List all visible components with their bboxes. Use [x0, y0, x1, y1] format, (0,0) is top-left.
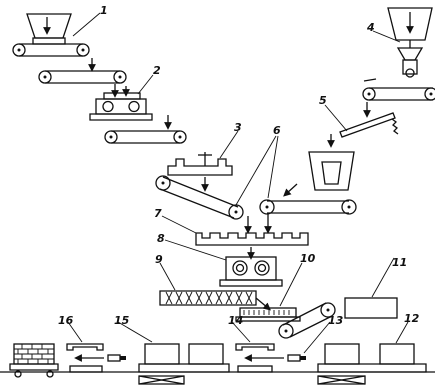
- inclined-conveyor-6a: [155, 175, 244, 220]
- conveyor-4: [362, 87, 435, 101]
- leader-4: [372, 30, 401, 43]
- leader-8: [164, 239, 227, 261]
- kiln-car-15: [138, 343, 230, 385]
- label-13: 13: [328, 314, 344, 327]
- leader-5: [324, 104, 348, 132]
- label-10: 10: [300, 252, 316, 265]
- label-14: 14: [228, 314, 243, 327]
- leader-10: [279, 262, 303, 307]
- label-4: 4: [366, 21, 375, 34]
- leader-12: [395, 321, 409, 344]
- label-8: 8: [157, 232, 165, 245]
- label-3: 3: [234, 121, 242, 134]
- hopper-4: [387, 7, 433, 78]
- conveyor-2: [104, 130, 187, 144]
- mould-station-3: [167, 152, 233, 192]
- machine-8: [219, 247, 283, 287]
- label-15: 15: [114, 314, 130, 327]
- label-6: 6: [273, 124, 281, 137]
- label-7: 7: [154, 207, 162, 220]
- leader-3: [219, 130, 239, 159]
- leader-2: [137, 74, 154, 95]
- leader-11: [371, 257, 395, 298]
- leader-9: [159, 262, 176, 291]
- conveyor-1: [12, 43, 90, 57]
- leader-6a: [235, 135, 277, 206]
- screw-conveyor-9: [159, 290, 257, 306]
- leader-7: [161, 215, 197, 234]
- kiln-car-12: [317, 343, 427, 385]
- leader-1: [72, 12, 101, 37]
- pallet-16: [66, 343, 126, 373]
- conveyor-6b: [259, 199, 357, 215]
- hopper-top-left: [26, 13, 72, 45]
- leader-16: [67, 321, 83, 343]
- form-7: [195, 232, 309, 246]
- label-5: 5: [319, 94, 327, 107]
- flow-arrow: [255, 297, 271, 311]
- inclined-conveyor-low: [278, 302, 336, 339]
- label-2: 2: [153, 64, 161, 77]
- label-11: 11: [392, 256, 407, 269]
- bin: [308, 151, 355, 191]
- label-9: 9: [155, 253, 163, 266]
- label-1: 1: [100, 4, 108, 17]
- pallet-14: [235, 343, 306, 373]
- flow-arrow: [283, 183, 298, 197]
- press-machine-2: [89, 86, 153, 121]
- chute-5: [339, 102, 399, 138]
- label-16: 16: [58, 314, 74, 327]
- brick-stack: [9, 343, 59, 378]
- leader-6b: [267, 135, 279, 199]
- conveyor-1b: [38, 70, 127, 84]
- flow-arrow: [363, 78, 377, 82]
- leader-15: [117, 321, 153, 343]
- leader-13: [303, 321, 331, 354]
- label-12: 12: [404, 312, 420, 325]
- leader-14: [231, 321, 251, 343]
- belt-10: [235, 307, 301, 322]
- block-11: [344, 297, 398, 319]
